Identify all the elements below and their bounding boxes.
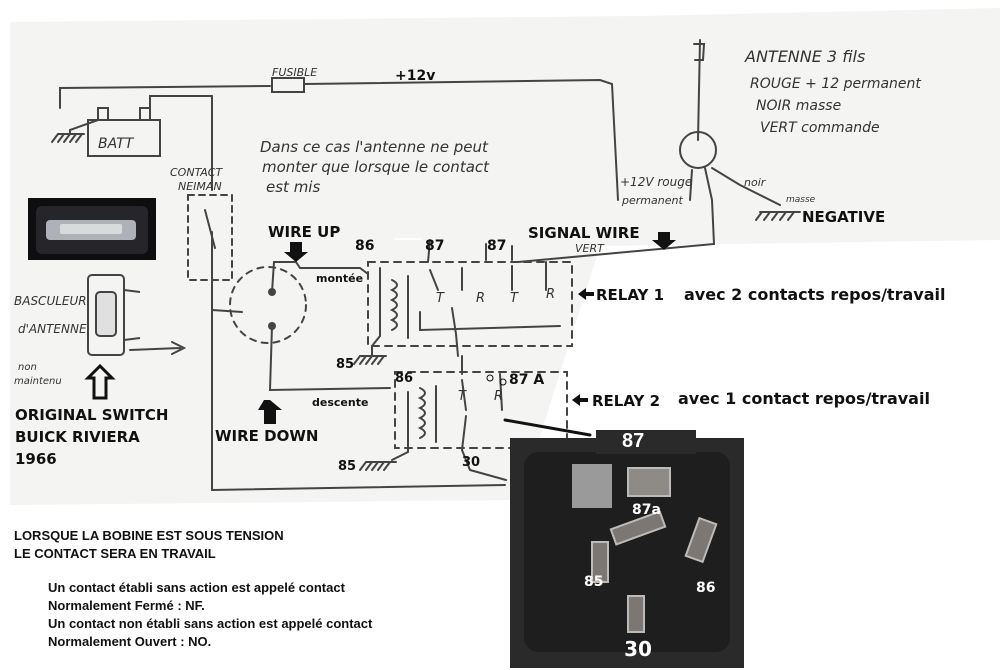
fuse-symbol <box>271 77 305 93</box>
relay1-contact-r2: R <box>546 287 555 302</box>
masse-label: masse <box>786 195 816 205</box>
wire-down-arrow-icon <box>258 400 282 424</box>
pin-30-terminal <box>627 595 645 633</box>
pin-85-terminal <box>591 541 609 583</box>
note-line-1: Dans ce cas l'antenne ne peut <box>260 138 489 156</box>
non-maintenu-label-2: maintenu <box>14 376 62 387</box>
note-nf-line-2: Normalement Fermé : NF. <box>48 598 205 613</box>
relay2-pin-85: 85 <box>338 459 356 474</box>
permanent-label: permanent <box>621 194 683 207</box>
antenna-line-1: ROUGE + 12 permanent <box>750 76 921 92</box>
contact-label-2: NEIMAN <box>178 180 222 193</box>
relay2-label: RELAY 2 <box>592 392 660 410</box>
basculeur-label-2: d'ANTENNE <box>18 322 87 336</box>
relay1-pin-87-left: 87 <box>425 238 444 254</box>
note-coil-line-1: LORSQUE LA BOBINE EST SOUS TENSION <box>14 528 284 543</box>
relay1-arrow-icon <box>578 288 594 300</box>
relay1-pin-87-right: 87 <box>487 238 506 254</box>
original-switch-line-3: 1966 <box>15 450 57 468</box>
note-coil-line-2: LE CONTACT SERA EN TRAVAIL <box>14 546 216 561</box>
relay2-pin-86: 86 <box>395 371 413 386</box>
neiman-box <box>187 194 233 281</box>
note-line-2: monter que lorsque le contact <box>262 158 490 176</box>
antenna-line-3: VERT commande <box>760 120 880 136</box>
wire-up-arrow-icon <box>284 242 308 262</box>
relay-photo-pin-30: 30 <box>624 637 652 661</box>
pin-87a-terminal <box>609 510 667 546</box>
antenna-motor <box>679 131 717 169</box>
switch-circle <box>229 266 307 344</box>
noir-label: noir <box>744 176 767 189</box>
contact-label-1: CONTACT <box>170 166 223 179</box>
antenna-title: ANTENNE 3 fils <box>744 47 865 66</box>
relay2-contact-t: T <box>458 389 467 404</box>
original-switch-line-2: BUICK RIVIERA <box>15 428 140 446</box>
battery-label: BATT <box>98 136 135 152</box>
relay1-box <box>367 261 573 347</box>
note-no-line-1: Un contact non établi sans action est ap… <box>48 616 373 631</box>
paper-sheet <box>10 8 1000 505</box>
tape-patch <box>572 464 612 508</box>
vert-label: VERT <box>575 242 605 255</box>
relay2-box <box>394 371 568 449</box>
relay2-contact-r: R <box>494 389 503 404</box>
rocker-switch-drawing <box>87 274 141 356</box>
relay1-contact-r1: R <box>476 291 485 306</box>
relay1-contact-t2: T <box>510 291 519 306</box>
relay1-pin-85: 85 <box>336 357 354 372</box>
fuse-label: FUSIBLE <box>272 66 317 79</box>
non-maintenu-label-1: non <box>18 362 37 373</box>
note-line-3: est mis <box>266 178 320 196</box>
note-no-line-2: Normalement Ouvert : NO. <box>48 634 212 649</box>
relay-photo-pin-87a: 87a <box>632 502 661 518</box>
relay1-pin-86: 86 <box>355 238 374 254</box>
relay1-label: RELAY 1 <box>596 286 664 304</box>
pin-86-terminal <box>684 516 718 564</box>
relay1-desc: avec 2 contacts repos/travail <box>684 285 945 304</box>
montee-label: montée <box>316 272 363 285</box>
relay2-arrow-icon <box>572 394 588 406</box>
plus12v-rouge-label: +12V rouge <box>620 175 692 189</box>
descente-label: descente <box>312 396 368 409</box>
relay-photo-top-label: 87 <box>622 430 645 452</box>
pin-87-terminal <box>627 467 671 497</box>
relay1-contact-t1: T <box>436 291 445 306</box>
relay-photo: 87 87a 85 86 30 <box>510 438 744 668</box>
signal-wire-label: SIGNAL WIRE <box>528 224 640 242</box>
signal-wire-arrow-icon <box>652 232 676 250</box>
switch-up-arrow-icon <box>84 363 116 400</box>
basculeur-label-1: BASCULEUR <box>14 294 87 308</box>
antenna-line-2: NOIR masse <box>756 98 841 114</box>
relay2-pin-30: 30 <box>462 455 480 470</box>
note-nf-line-1: Un contact établi sans action est appelé… <box>48 580 345 595</box>
negative-label: NEGATIVE <box>802 208 885 226</box>
relay2-pin-87a: 87 A <box>509 372 544 388</box>
switch-photo <box>28 198 156 260</box>
relay-photo-pin-85: 85 <box>584 574 603 590</box>
relay-photo-pin-86: 86 <box>696 580 715 596</box>
wire-up-label: WIRE UP <box>268 223 340 241</box>
original-switch-line-1: ORIGINAL SWITCH <box>15 406 168 424</box>
plus12v-label: +12v <box>395 68 435 84</box>
wire-down-label: WIRE DOWN <box>215 427 318 445</box>
relay2-desc: avec 1 contact repos/travail <box>678 389 930 408</box>
battery-symbol <box>87 119 161 157</box>
circuit-lines <box>51 39 801 492</box>
